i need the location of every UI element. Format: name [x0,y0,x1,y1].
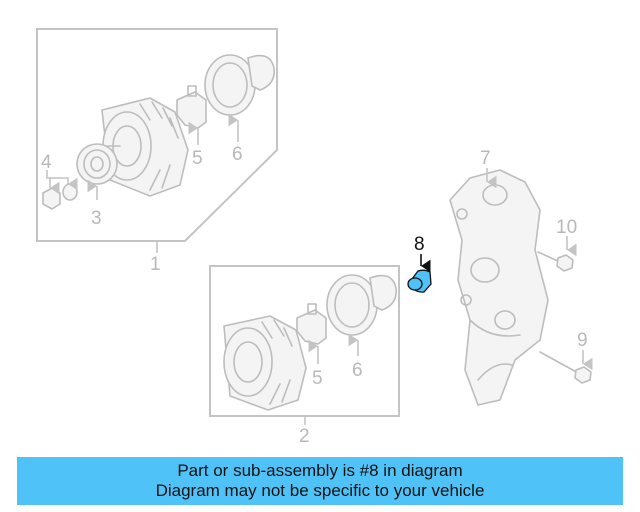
callout-6-upper: 6 [232,144,243,165]
regulator-lower [296,303,327,345]
banner-line-part-number: Part or sub-assembly is #8 in diagram [177,461,463,480]
pulley [76,143,118,185]
callout-3: 3 [91,208,102,229]
callout-6-lower: 6 [352,360,363,381]
callout-4: 4 [41,152,52,173]
nut-washer [42,183,78,210]
regulator-upper [176,85,207,129]
callout-2: 2 [299,426,310,447]
banner-line-disclaimer: Diagram may not be specific to your vehi… [155,481,485,500]
alternator-lower [223,315,307,411]
highlighted-part-8[interactable] [407,269,432,293]
callout-5-upper: 5 [192,148,203,169]
callout-10: 10 [556,217,577,238]
callout-7: 7 [480,148,491,169]
callout-8: 8 [414,234,425,255]
bolt-short [537,251,574,272]
alternator-upper [101,97,189,197]
mounting-bracket [449,169,549,406]
assembly-1-frame [36,28,278,242]
cover-upper [204,54,276,116]
cover-lower [326,274,398,336]
callout-1: 1 [150,254,161,275]
callout-5-lower: 5 [312,368,323,389]
callout-9: 9 [577,330,588,351]
info-banner: Part or sub-assembly is #8 in diagram Di… [17,457,623,505]
